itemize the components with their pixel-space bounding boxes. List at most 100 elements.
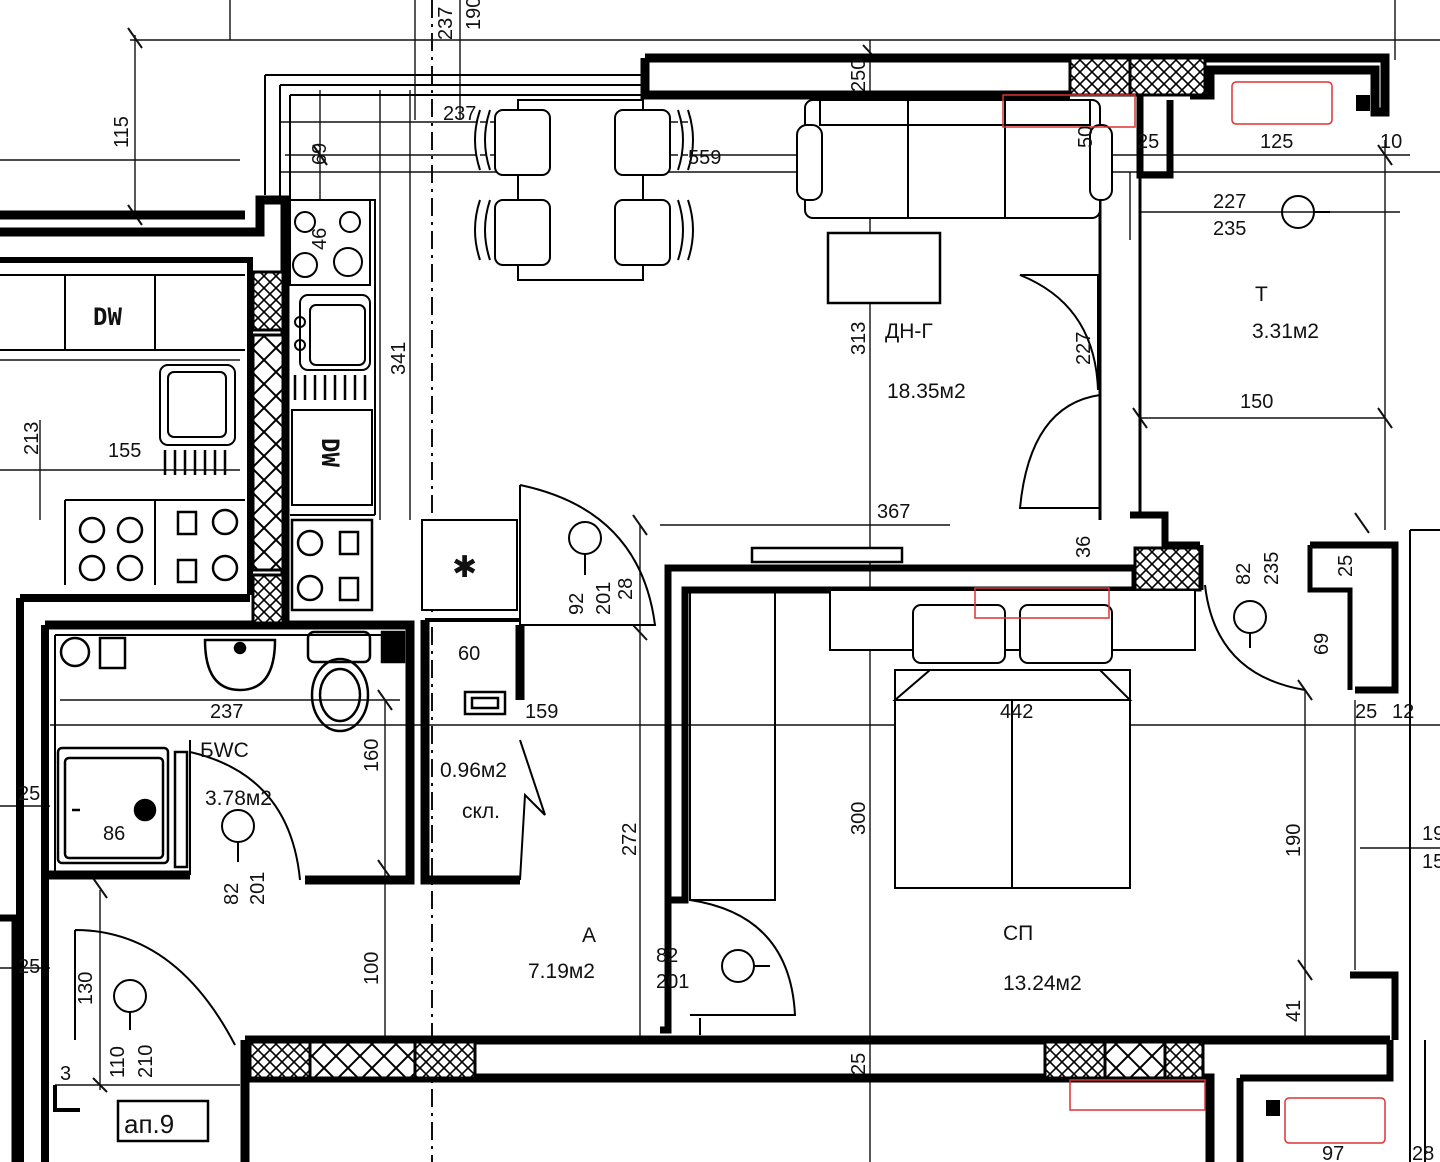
dim-82-bath: 82: [221, 883, 243, 905]
neighbor-sink: [159, 364, 236, 475]
dim-3: 3: [60, 1063, 71, 1085]
snowflake-icon: ✱: [452, 551, 477, 584]
dim-50: 50: [1075, 126, 1097, 148]
dim-46: 46: [309, 228, 331, 250]
light-fixtures: [113, 195, 1330, 1030]
dishwasher-label-left: DW: [93, 303, 122, 331]
dim-69: 69: [309, 143, 331, 165]
dim-227-door: 227: [1073, 332, 1095, 365]
room-hall-code: А: [582, 924, 596, 947]
dim-10: 10: [1380, 131, 1402, 153]
dim-82-right: 82: [1233, 563, 1255, 585]
dim-341: 341: [388, 342, 410, 375]
dim-125: 125: [1260, 131, 1293, 153]
dim-86: 86: [103, 823, 125, 845]
dim-100: 100: [361, 952, 383, 985]
dim-92: 92: [566, 593, 588, 615]
dim-12: 12: [1392, 701, 1414, 723]
dim-69-right: 69: [1311, 633, 1333, 655]
dim-272: 272: [619, 823, 641, 856]
room-hall-area: 7.19м2: [528, 960, 595, 983]
dim-442: 442: [1000, 701, 1033, 723]
dim-559: 559: [688, 147, 721, 169]
wardrobe: [689, 589, 776, 901]
room-labels: ДН-Г 18.35м2 Т 3.31м2 БWC 3.78м2 0.96м2 …: [200, 283, 1319, 995]
dishwasher-right: DW: [291, 409, 373, 506]
dim-227-top: 227: [1213, 191, 1246, 213]
doors: [74, 274, 1306, 1046]
dim-25-right: 25: [1355, 701, 1377, 723]
dim-25-top: 25: [1137, 131, 1159, 153]
dim-213: 213: [21, 422, 43, 455]
hatched-columns: [248, 56, 1207, 1080]
dim-210: 210: [135, 1045, 157, 1078]
neighbor-cooktop: [78, 508, 239, 584]
tv-unit: [750, 546, 904, 564]
dim-82-hall: 82: [656, 945, 678, 967]
dim-155: 155: [108, 440, 141, 462]
dim-201-bath: 201: [247, 872, 269, 905]
dim-130: 130: [75, 972, 97, 1005]
dim-41: 41: [1283, 1000, 1305, 1022]
dim-150: 150: [1240, 391, 1273, 413]
cooktop: [289, 199, 371, 286]
dim-97: 97: [1322, 1143, 1344, 1162]
dim-159: 159: [525, 701, 558, 723]
dim-235-top: 235: [1213, 218, 1246, 240]
apartment-label-box: [116, 1099, 210, 1143]
dishwasher-label: DW: [316, 438, 344, 467]
fridge: ✱: [421, 519, 518, 611]
dim-110: 110: [107, 1046, 129, 1078]
room-storage-code: скл.: [462, 800, 500, 823]
dimension-labels: 115 237 190 237 69 46 341 213 155 559 25…: [18, 0, 1440, 1162]
apartment-label: ап.9: [124, 1109, 174, 1139]
dining-table: [474, 99, 694, 281]
room-toilet-code: Т: [1255, 283, 1268, 306]
room-living-code: ДН-Г: [885, 320, 933, 343]
dim-300: 300: [848, 802, 870, 835]
room-bedroom-area: 13.24м2: [1003, 972, 1082, 995]
room-bathroom-code: БWC: [200, 739, 249, 762]
dim-160: 160: [361, 739, 383, 772]
boiler-icon: [1356, 95, 1370, 111]
dim-190-bed: 190: [1283, 824, 1305, 857]
room-toilet-area: 3.31м2: [1252, 320, 1319, 343]
dim-201-hall-door: 201: [656, 971, 689, 993]
bathroom-fixtures: [56, 630, 507, 869]
dim-25-bottom-right: 25: [1335, 555, 1357, 577]
boiler-icon-bottom: [1266, 1100, 1280, 1116]
dim-25-bottom: 25: [848, 1053, 870, 1075]
dim-235-right: 235: [1261, 552, 1283, 585]
dim-237-bath: 237: [210, 701, 243, 723]
dim-28-bottom: 28: [1412, 1143, 1434, 1162]
dim-36: 36: [1073, 536, 1095, 558]
walls: [0, 53, 1440, 1162]
dim-313: 313: [848, 322, 870, 355]
dim-60: 60: [458, 643, 480, 665]
dim-25-left-bottom: 25: [18, 956, 40, 978]
dim-190-top: 190: [463, 0, 485, 30]
room-bedroom-code: СП: [1003, 922, 1033, 945]
cooktop-lower-right: [290, 518, 374, 612]
sofa: [796, 99, 1113, 219]
dim-15: 15: [1422, 851, 1440, 873]
room-storage-area: 0.96м2: [440, 759, 507, 782]
dim-28: 28: [615, 578, 637, 600]
kitchen-sink: [293, 294, 371, 400]
dim-237: 237: [443, 103, 476, 125]
dim-237-top: 237: [435, 7, 457, 40]
dishwasher-left: DW: [93, 303, 122, 331]
bed: [829, 589, 1196, 889]
dim-201-hall: 201: [593, 582, 615, 615]
room-bathroom-area: 3.78м2: [205, 787, 272, 810]
radiators: [974, 81, 1386, 1144]
dim-250: 250: [848, 59, 870, 92]
coffee-table: [826, 231, 942, 305]
dim-25-left: 25: [18, 783, 40, 805]
room-living-area: 18.35м2: [887, 380, 966, 403]
storage-door: [519, 739, 546, 881]
dim-367: 367: [877, 501, 910, 523]
dim-19: 19: [1422, 823, 1440, 845]
